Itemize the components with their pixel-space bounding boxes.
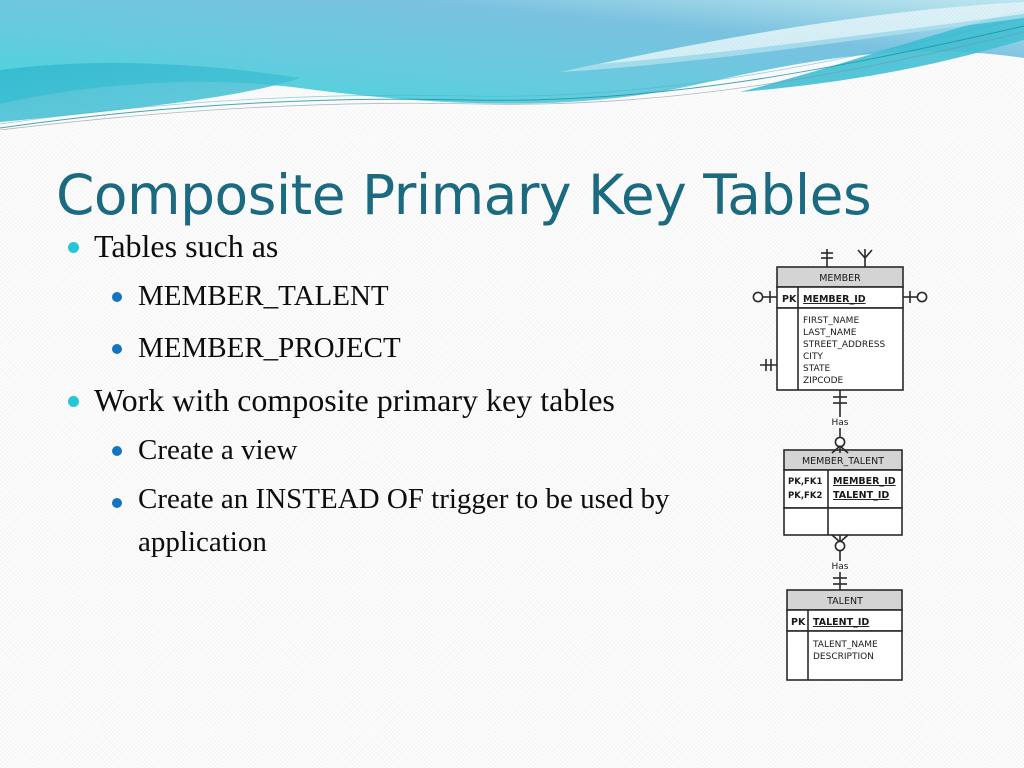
sub-bullet-item: Create a view <box>56 426 756 474</box>
sub-bullet-item: MEMBER_TALENT <box>56 272 756 320</box>
key-attribute-member-id: MEMBER_ID <box>803 294 866 305</box>
key-attribute-talent-id: TALENT_ID <box>813 617 869 628</box>
cardinality-crowsfoot-icon <box>831 445 849 454</box>
entity-attrs-member-talent <box>783 507 903 536</box>
bullet-label: Tables such as <box>94 228 279 264</box>
sub-bullet-dot-icon <box>112 292 122 302</box>
bullet-content: Tables such as MEMBER_TALENT MEMBER_PROJ… <box>56 222 756 568</box>
relationship-label-has-1: Has <box>832 418 849 428</box>
sub-bullet-item: Create an INSTEAD OF trigger to be used … <box>56 478 756 564</box>
sub-bullet-label: Create an INSTEAD OF trigger to be used … <box>138 483 670 558</box>
key-label-member-pk: PK <box>782 294 797 305</box>
sub-bullet-dot-icon <box>112 344 122 354</box>
attribute-state: STATE <box>803 364 830 374</box>
cardinality-zero-circle-icon <box>752 291 764 303</box>
entity-name-member-talent: MEMBER_TALENT <box>802 456 884 467</box>
cardinality-zero-circle-icon <box>834 540 846 552</box>
bullet-dot-icon <box>68 242 79 253</box>
key-attribute-mt-talent-id: TALENT_ID <box>833 490 889 501</box>
key-attribute-mt-member-id: MEMBER_ID <box>833 476 896 487</box>
relationship-line-has-1 <box>831 390 849 454</box>
stub-connector-left-lower <box>760 359 777 371</box>
bullet-list-level2: Create a view Create an INSTEAD OF trigg… <box>56 426 756 564</box>
sub-bullet-item: MEMBER_PROJECT <box>56 324 756 372</box>
attribute-last-name: LAST_NAME <box>803 328 857 338</box>
entity-attrs-talent <box>786 630 903 681</box>
cardinality-zero-circle-icon <box>916 291 928 303</box>
attribute-first-name: FIRST_NAME <box>803 316 859 326</box>
stub-connector-right-pk <box>903 291 928 303</box>
sub-bullet-label: Create a view <box>138 434 298 466</box>
bullet-list-level1: Tables such as MEMBER_TALENT MEMBER_PROJ… <box>56 222 756 564</box>
bullet-label: Work with composite primary key tables <box>94 382 615 418</box>
bullet-dot-icon <box>68 396 79 407</box>
attribute-description: DESCRIPTION <box>813 652 874 662</box>
key-label-mt-pkfk1: PK,FK1 <box>788 477 822 487</box>
relationship-line-has-2 <box>831 534 849 590</box>
sub-bullet-dot-icon <box>112 446 122 456</box>
bullet-item: Work with composite primary key tables <box>56 376 756 424</box>
attribute-city: CITY <box>803 352 823 362</box>
decorative-banner <box>0 0 1024 130</box>
cardinality-zero-circle-icon <box>834 436 846 448</box>
stub-connector-top-left <box>821 249 833 267</box>
sub-bullet-dot-icon <box>112 498 122 508</box>
stub-connector-left-pk <box>752 291 777 303</box>
relationship-label-has-2: Has <box>832 562 849 572</box>
sub-bullet-label: MEMBER_PROJECT <box>138 332 401 364</box>
bullet-item: Tables such as <box>56 222 756 270</box>
page-title: Composite Primary Key Tables <box>56 162 872 227</box>
stub-connector-top-right <box>857 249 873 267</box>
bullet-list-level2: MEMBER_TALENT MEMBER_PROJECT <box>56 272 756 372</box>
entity-name-member: MEMBER <box>819 273 861 284</box>
attribute-zipcode: ZIPCODE <box>803 376 844 386</box>
sub-bullet-label: MEMBER_TALENT <box>138 280 389 312</box>
entity-name-talent: TALENT <box>826 596 863 607</box>
key-label-talent-pk: PK <box>791 617 806 628</box>
attribute-talent-name: TALENT_NAME <box>812 640 878 650</box>
er-diagram: MEMBER PK MEMBER_ID FIRST_NAME LAST_NAME… <box>752 249 928 681</box>
attribute-street-address: STREET_ADDRESS <box>803 340 886 350</box>
key-label-mt-pkfk2: PK,FK2 <box>788 491 822 501</box>
